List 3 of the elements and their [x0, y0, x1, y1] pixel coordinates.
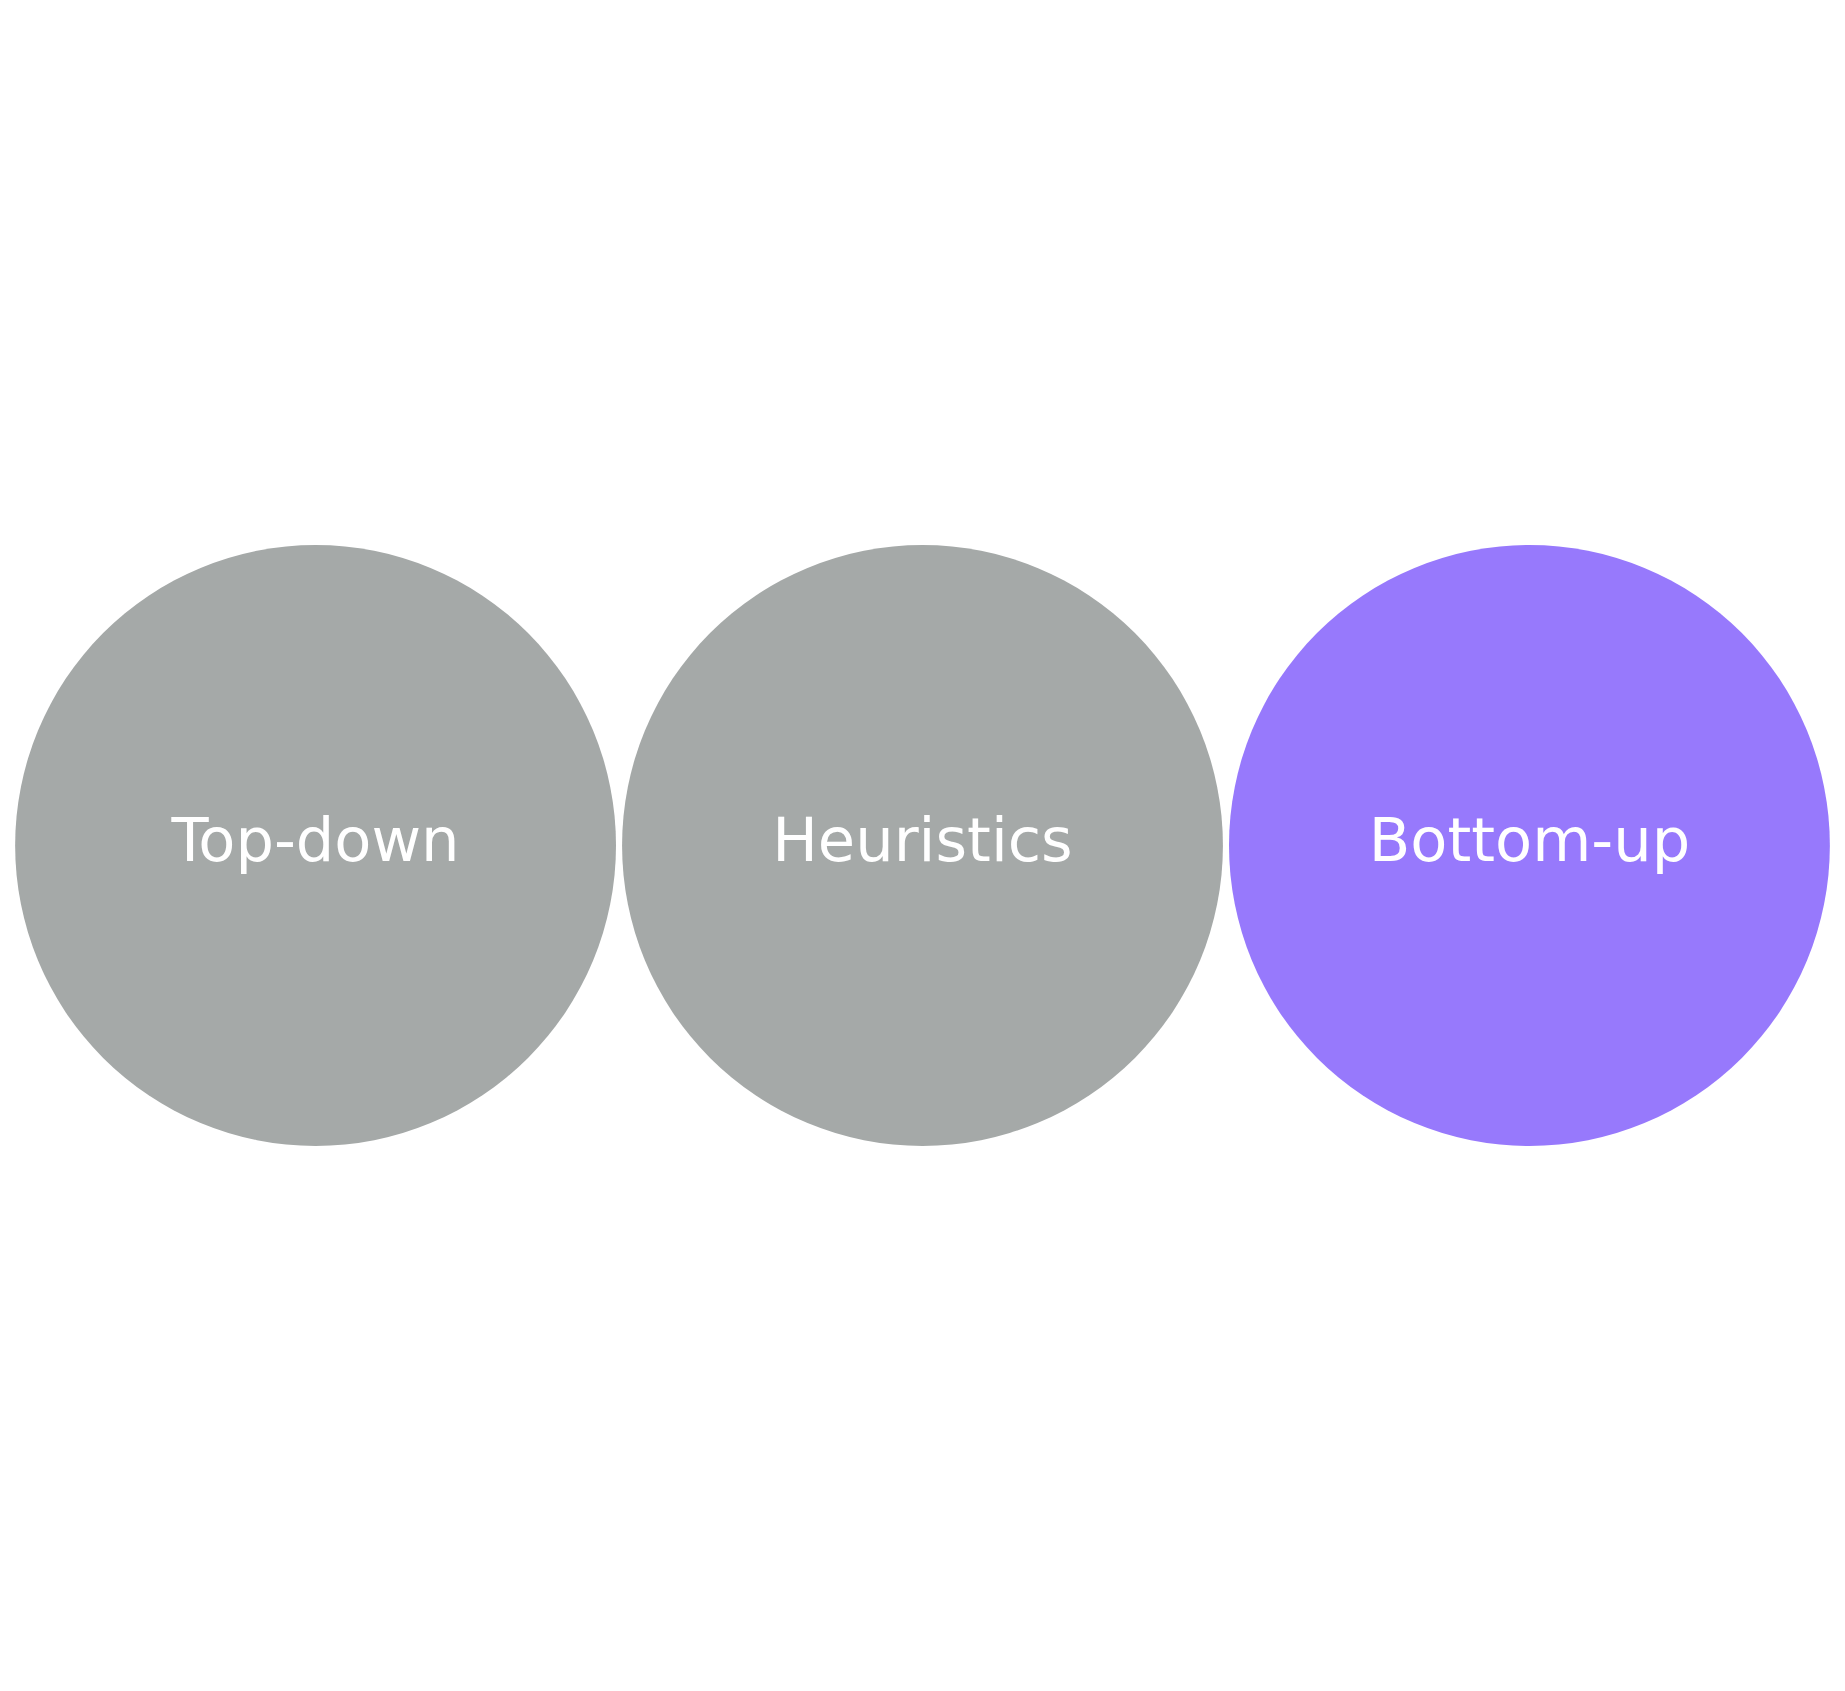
node-circle: Top-down — [15, 545, 616, 1146]
node-circle: Heuristics — [622, 545, 1223, 1146]
node-circle: Bottom-up — [1229, 545, 1830, 1146]
